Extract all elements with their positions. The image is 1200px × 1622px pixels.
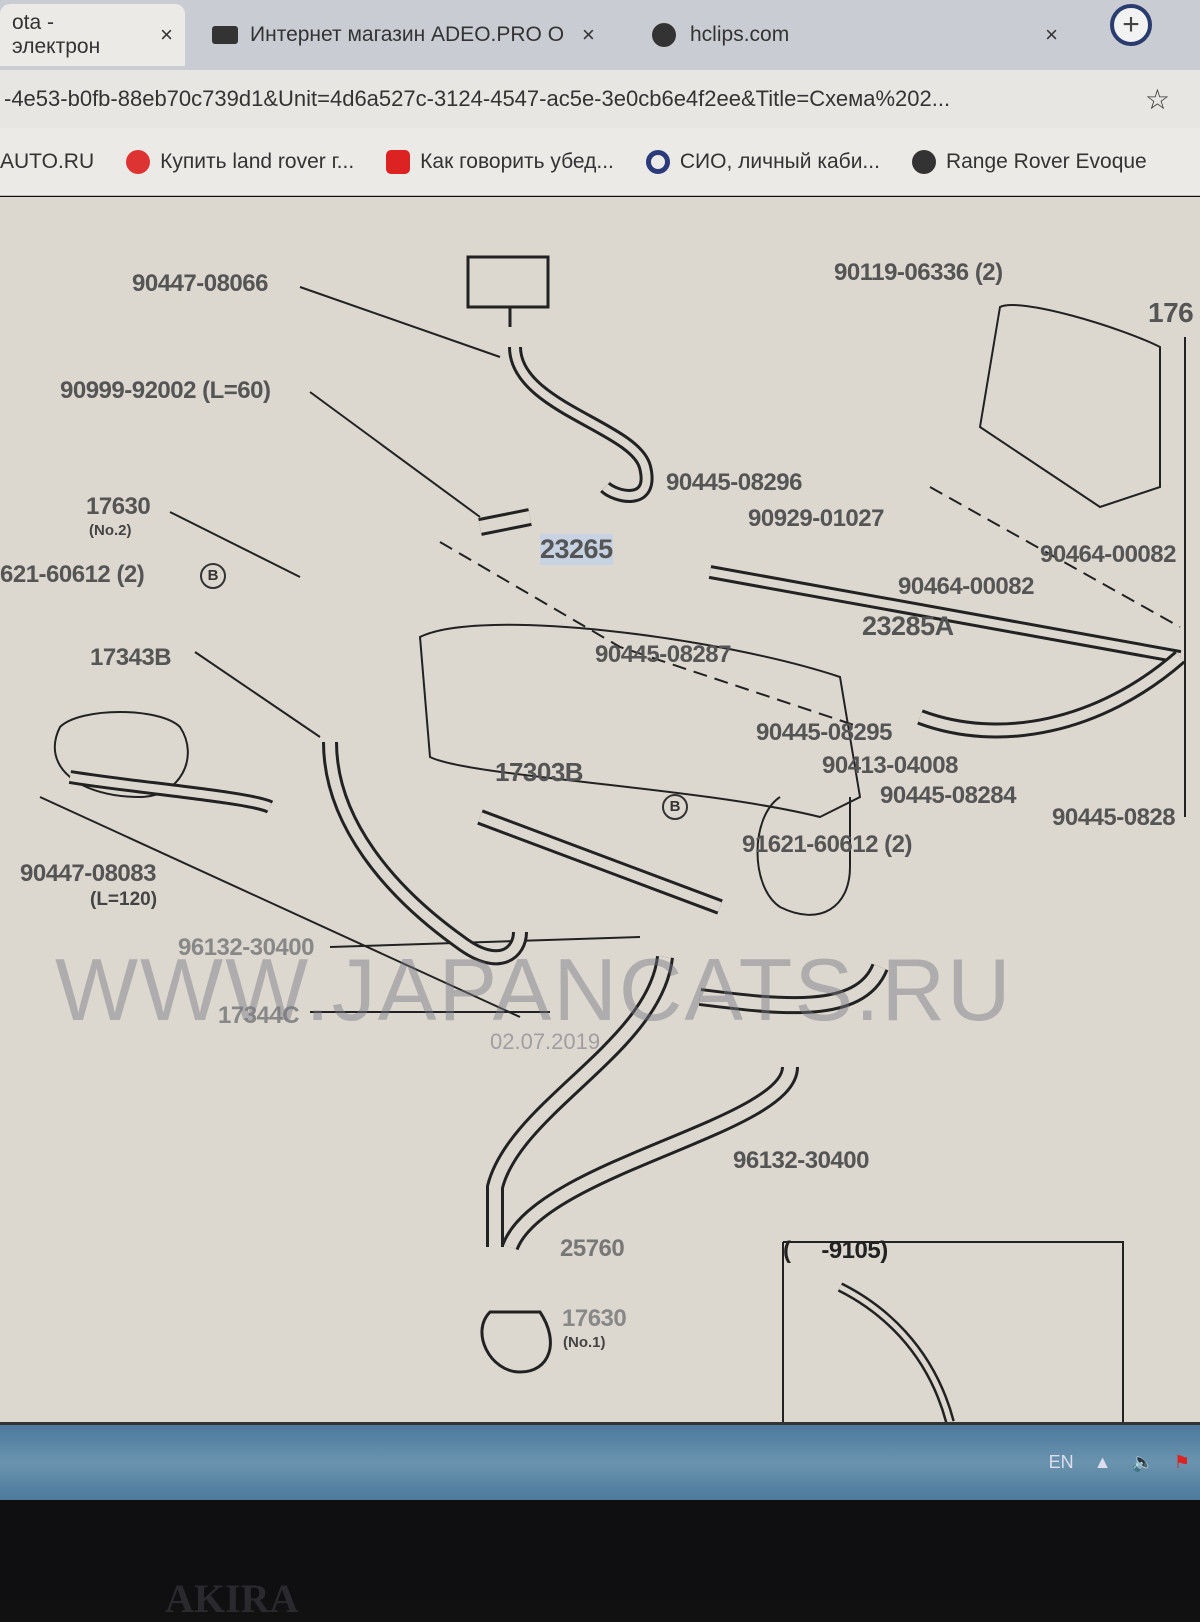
- part-label[interactable]: 90445-08295: [756, 719, 892, 746]
- part-label[interactable]: 90445-08287: [595, 641, 731, 668]
- language-indicator[interactable]: EN: [1048, 1452, 1074, 1472]
- bookmark-range-rover[interactable]: Range Rover Evoque: [911, 149, 1147, 174]
- bookmark-autoru[interactable]: AUTO.RU: [0, 150, 94, 174]
- part-label[interactable]: 621-60612 (2): [0, 561, 145, 588]
- bookmark-label: Range Rover Evoque: [945, 149, 1147, 173]
- tab-strip: ota - электрон × Интернет магазин ADEO.PR…: [0, 0, 1200, 70]
- globe-icon: [652, 23, 676, 47]
- volume-icon[interactable]: 🔈: [1131, 1452, 1154, 1472]
- tab-adeo[interactable]: Интернет магазин ADEO.PRO О ×: [200, 4, 620, 66]
- target-icon: [645, 149, 670, 174]
- part-label[interactable]: 23285A: [862, 611, 954, 641]
- car-favicon-icon: [212, 26, 238, 44]
- bookmarks-bar: AUTO.RU Купить land rover г... Как говор…: [0, 128, 1200, 196]
- part-label[interactable]: 90119-06336 (2): [834, 259, 1003, 286]
- part-label[interactable]: 17630: [86, 493, 151, 520]
- part-label[interactable]: 17344C: [218, 1002, 300, 1029]
- bookmark-label: СИО, личный каби...: [679, 149, 880, 173]
- part-label[interactable]: 90447-08066: [132, 270, 268, 297]
- tab-active[interactable]: ota - электрон ×: [0, 4, 185, 66]
- parts-diagram-drawing: [39, 255, 1186, 1422]
- marker-b-circle: B: [662, 794, 688, 820]
- part-label[interactable]: 90445-0828: [1052, 804, 1176, 831]
- bookmark-land-rover[interactable]: Купить land rover г...: [126, 149, 355, 174]
- part-sublabel: (L=120): [90, 889, 158, 910]
- tab-label: hclips.com: [690, 23, 790, 46]
- monitor-brand: AKIRA: [165, 1576, 299, 1621]
- globe-icon: [911, 149, 936, 174]
- bookmark-label: AUTO.RU: [0, 149, 95, 173]
- action-center-flag-icon[interactable]: ⚑: [1173, 1452, 1190, 1472]
- part-label[interactable]: 90464-00082: [1040, 541, 1176, 568]
- part-label[interactable]: 90413-04008: [822, 752, 958, 779]
- part-label[interactable]: 90447-08083: [20, 860, 156, 887]
- monitor-bezel: AKIRA: [0, 1500, 1200, 1621]
- part-label[interactable]: 91621-60612 (2): [742, 831, 912, 858]
- part-label[interactable]: 90445-08296: [666, 469, 802, 496]
- part-label[interactable]: 25760: [560, 1235, 625, 1262]
- part-label[interactable]: 90929-01027: [748, 505, 884, 532]
- part-label-selected[interactable]: 23265: [540, 534, 613, 565]
- youtube-icon: [386, 149, 411, 174]
- close-tab-icon[interactable]: ×: [582, 22, 595, 47]
- tab-label: ota - электрон: [12, 11, 101, 58]
- part-label[interactable]: 90445-08284: [880, 782, 1016, 809]
- bookmark-star-icon[interactable]: ☆: [1144, 83, 1170, 115]
- part-label[interactable]: 90999-92002 (L=60): [60, 377, 271, 404]
- watermark-date: 02.07.2019: [490, 1029, 601, 1054]
- part-label[interactable]: 96132-30400: [178, 934, 314, 961]
- part-label[interactable]: 96132-30400: [733, 1147, 869, 1174]
- part-label[interactable]: 17343B: [90, 644, 172, 671]
- show-hidden-icons-icon[interactable]: ▲: [1093, 1452, 1112, 1472]
- bookmark-youtube[interactable]: Как говорить убед...: [386, 149, 614, 174]
- address-bar[interactable]: -4e53-b0fb-88eb70c739d1&Unit=4d6a527c-31…: [0, 70, 1200, 128]
- part-label[interactable]: 90464-00082: [898, 573, 1034, 600]
- part-label[interactable]: 176: [1148, 297, 1194, 328]
- close-tab-icon[interactable]: ×: [160, 22, 173, 47]
- watermark: WWW.JAPANCATS.RU: [55, 940, 1013, 1039]
- bookmark-label: Купить land rover г...: [160, 149, 355, 173]
- part-label[interactable]: ( -9105): [783, 1237, 888, 1264]
- taskbar: EN ▲ 🔈 ⚑: [0, 1422, 1200, 1500]
- part-label[interactable]: 17630: [562, 1305, 627, 1332]
- part-sublabel: (No.1): [563, 1334, 606, 1351]
- flower-favicon-icon: [126, 149, 151, 174]
- tab-label: Интернет магазин ADEO.PRO О: [250, 23, 565, 46]
- tab-hclips[interactable]: hclips.com ×: [640, 4, 1070, 66]
- bookmark-label: Как говорить убед...: [420, 149, 614, 173]
- parts-diagram-page: 90447-08066 90999-92002 (L=60) 17630 (No…: [0, 197, 1200, 1422]
- marker-b-circle: B: [200, 563, 226, 589]
- close-tab-icon[interactable]: ×: [1045, 22, 1058, 47]
- bookmark-sio[interactable]: СИО, личный каби...: [645, 149, 880, 174]
- url-text[interactable]: -4e53-b0fb-88eb70c739d1&Unit=4d6a527c-31…: [4, 86, 951, 111]
- new-tab-button[interactable]: +: [1110, 4, 1152, 46]
- part-sublabel: (No.2): [89, 522, 132, 539]
- part-label[interactable]: 17303B: [495, 757, 584, 787]
